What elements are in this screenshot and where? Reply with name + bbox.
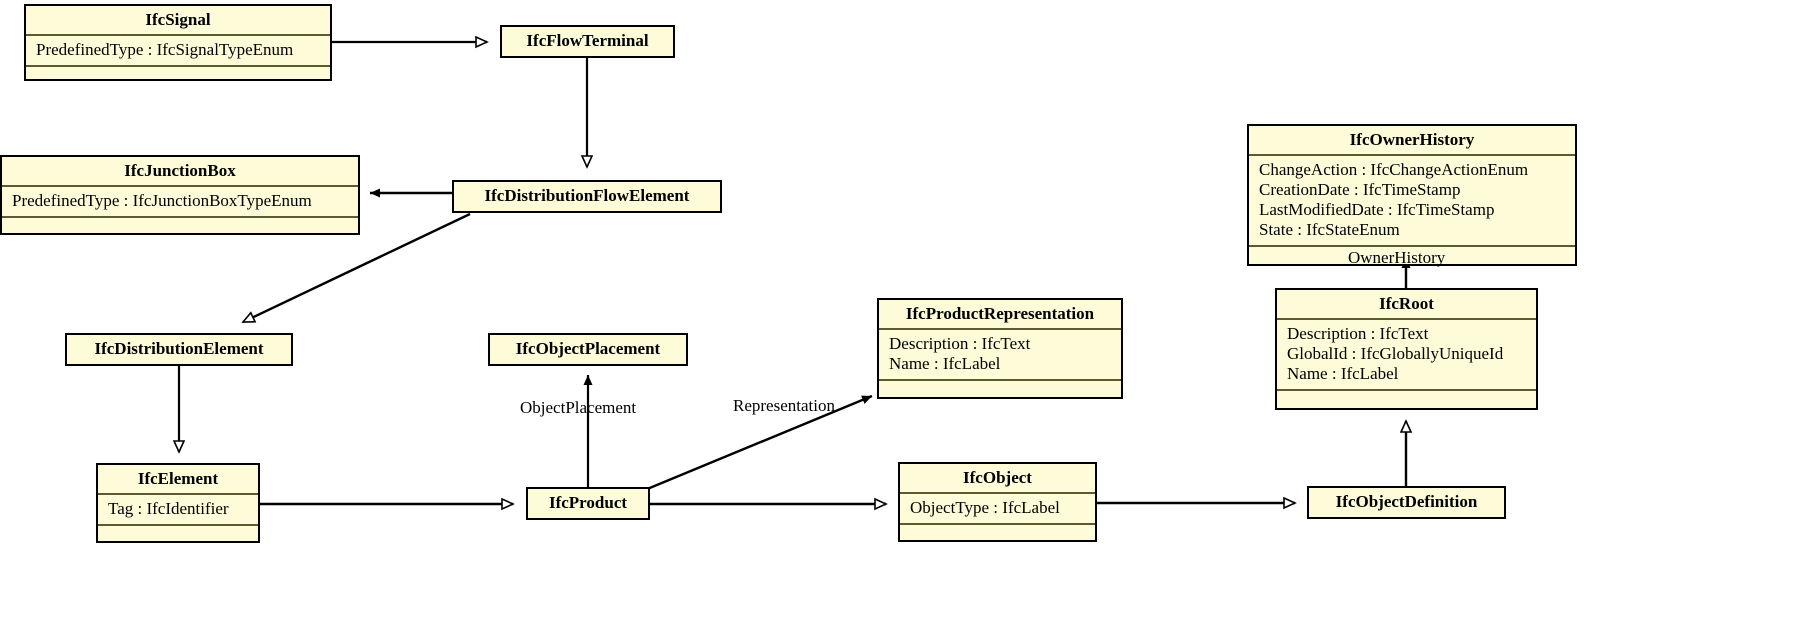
attribute-row: GlobalId : IfcGloballyUniqueId — [1287, 344, 1504, 363]
class-name-ifc-object: IfcObject — [963, 468, 1032, 487]
class-box-ifc-object-definition[interactable]: IfcObjectDefinition — [1307, 486, 1506, 519]
attribute-row: Tag : IfcIdentifier — [108, 499, 229, 518]
compartment-divider — [26, 34, 330, 36]
attributes-compartment-ifc-element: Tag : IfcIdentifier — [98, 495, 258, 524]
label-representation: Representation — [733, 396, 835, 415]
class-name-ifc-product-representation: IfcProductRepresentation — [905, 304, 1095, 323]
attribute-row: State : IfcStateEnum — [1259, 220, 1400, 239]
class-name-ifc-product: IfcProduct — [548, 493, 628, 512]
attribute-row: Description : IfcText — [1287, 324, 1429, 343]
operations-compartment-ifc-element — [98, 526, 258, 548]
label-owner-history: OwnerHistory — [1348, 248, 1446, 267]
compartment-divider — [900, 523, 1095, 525]
class-name-ifc-flow-terminal: IfcFlowTerminal — [526, 31, 649, 50]
operations-compartment-ifc-root — [1277, 391, 1536, 413]
attribute-row: ChangeAction : IfcChangeActionEnum — [1259, 160, 1529, 179]
compartment-divider — [1249, 154, 1575, 156]
compartment-divider — [1249, 245, 1575, 247]
attribute-row: Name : IfcLabel — [889, 354, 1001, 373]
compartment-divider — [900, 492, 1095, 494]
attribute-row: LastModifiedDate : IfcTimeStamp — [1259, 200, 1495, 219]
class-name-ifc-object-placement: IfcObjectPlacement — [515, 339, 661, 358]
attributes-compartment-ifc-signal: PredefinedType : IfcSignalTypeEnum — [26, 36, 330, 65]
class-name-ifc-junction-box: IfcJunctionBox — [124, 161, 236, 180]
class-name-ifc-element: IfcElement — [137, 469, 219, 488]
label-object-placement: ObjectPlacement — [520, 398, 637, 417]
attribute-row: Name : IfcLabel — [1287, 364, 1399, 383]
class-name-ifc-object-definition: IfcObjectDefinition — [1335, 492, 1478, 511]
compartment-divider — [2, 216, 358, 218]
attribute-row: Description : IfcText — [889, 334, 1031, 353]
operations-compartment-ifc-product-representation — [879, 381, 1121, 403]
operations-compartment-ifc-junction-box — [2, 218, 358, 240]
attribute-row: PredefinedType : IfcJunctionBoxTypeEnum — [12, 191, 312, 210]
attribute-row: CreationDate : IfcTimeStamp — [1259, 180, 1461, 199]
attribute-row: ObjectType : IfcLabel — [910, 498, 1060, 517]
class-name-ifc-owner-history: IfcOwnerHistory — [1349, 130, 1475, 149]
class-box-ifc-flow-terminal[interactable]: IfcFlowTerminal — [500, 25, 675, 58]
compartment-divider — [98, 524, 258, 526]
operations-compartment-ifc-object — [900, 525, 1095, 547]
attributes-compartment-ifc-junction-box: PredefinedType : IfcJunctionBoxTypeEnum — [2, 187, 358, 216]
compartment-divider — [879, 379, 1121, 381]
class-name-ifc-distribution-flow-element: IfcDistributionFlowElement — [484, 186, 690, 205]
class-name-ifc-root: IfcRoot — [1379, 294, 1434, 313]
compartment-divider — [1277, 318, 1536, 320]
class-name-ifc-signal: IfcSignal — [145, 10, 211, 29]
compartment-divider — [98, 493, 258, 495]
class-box-ifc-product[interactable]: IfcProduct — [526, 487, 650, 520]
class-box-ifc-distribution-element[interactable]: IfcDistributionElement — [65, 333, 293, 366]
attributes-compartment-ifc-object: ObjectType : IfcLabel — [900, 494, 1095, 523]
compartment-divider — [1277, 389, 1536, 391]
compartment-divider — [879, 328, 1121, 330]
class-name-ifc-distribution-element: IfcDistributionElement — [94, 339, 264, 358]
attribute-row: PredefinedType : IfcSignalTypeEnum — [36, 40, 294, 59]
compartment-divider — [2, 185, 358, 187]
operations-compartment-ifc-signal — [26, 67, 330, 89]
compartment-divider — [26, 65, 330, 67]
class-box-ifc-object-placement[interactable]: IfcObjectPlacement — [488, 333, 688, 366]
class-box-ifc-distribution-flow-element[interactable]: IfcDistributionFlowElement — [452, 180, 722, 213]
